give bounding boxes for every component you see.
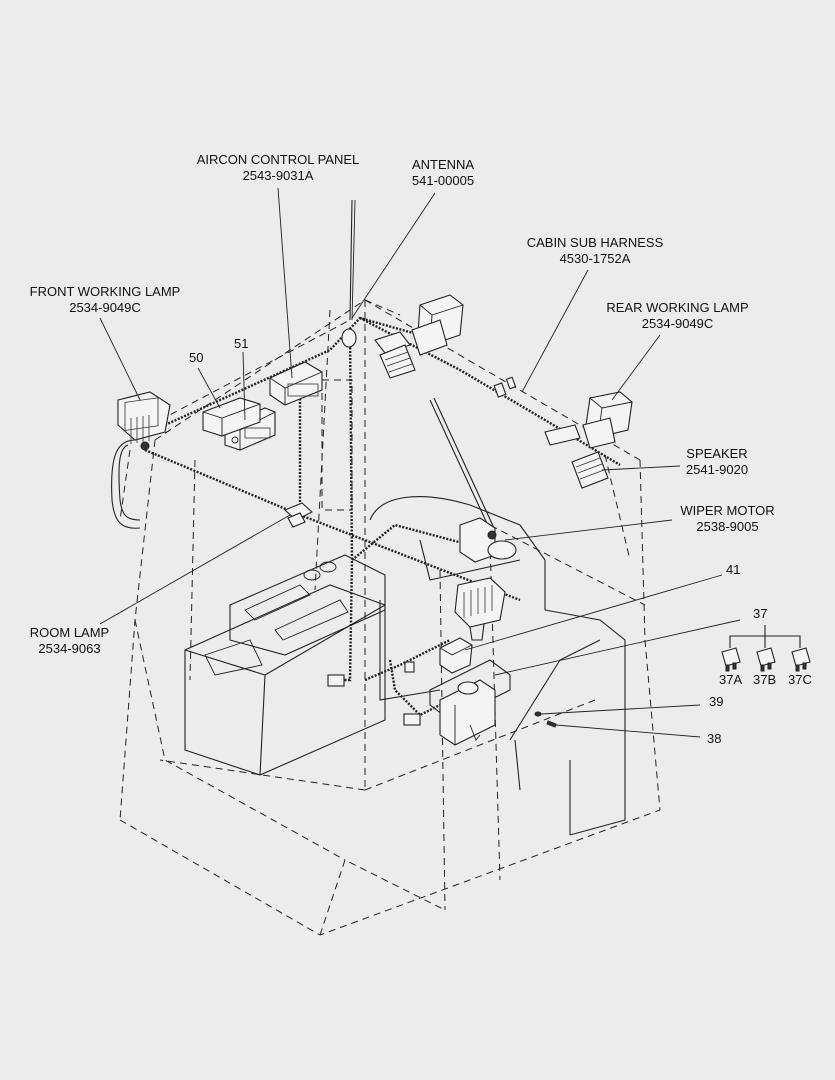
front-lamp-part [111,391,171,529]
callout-speaker: SPEAKER 2541-9020 [662,446,772,478]
callout-cabin-sub-harness: CABIN SUB HARNESS 4530-1752A [500,235,690,267]
cabin-harness-name: CABIN SUB HARNESS [526,235,664,250]
rear-lamp-top-part [374,294,464,379]
interior-lamp-part [454,577,506,641]
callout-room-lamp: ROOM LAMP 2534-9063 [12,625,127,657]
cabin-harness-part-number: 4530-1752A [559,251,631,266]
washer-tank-part [429,659,511,746]
item-number-37: 37 [753,606,768,621]
wire-harness [144,316,621,717]
callout-front-working-lamp: FRONT WORKING LAMP 2534-9049C [10,284,200,316]
seat-console [184,496,626,836]
aircon-panel-part [269,361,323,406]
item-number-51: 51 [234,336,249,351]
fuse-group-part [721,625,811,672]
item-number-37b: 37B [753,672,777,687]
antenna-part [341,199,357,348]
wiper-motor-part-number: 2538-9005 [696,519,759,534]
aircon-part-number: 2543-9031A [242,168,314,183]
callout-wiper-motor: WIPER MOTOR 2538-9005 [660,503,795,535]
front-lamp-name: FRONT WORKING LAMP [29,284,181,299]
rear-lamp-name: REAR WORKING LAMP [606,300,749,315]
relay-41-part [439,637,473,674]
item-number-37c: 37C [788,672,812,687]
antenna-part-number: 541-00005 [411,173,475,188]
leader-lines [99,187,741,738]
harness-connector-part [493,376,517,398]
item-number-37a: 37A [719,672,743,687]
antenna-name: ANTENNA [411,157,475,172]
speaker-part-number: 2541-9020 [685,462,749,477]
room-lamp-part-number: 2534-9063 [38,641,101,656]
wiper-motor-name: WIPER MOTOR [680,503,775,518]
item-number-39: 39 [709,694,724,709]
callout-rear-working-lamp: REAR WORKING LAMP 2534-9049C [585,300,770,332]
item-number-38: 38 [707,731,722,746]
box-50-part [202,397,261,437]
front-lamp-part-number: 2534-9049C [69,300,141,315]
room-lamp-part [283,502,313,528]
small-connectors [327,661,421,726]
room-lamp-name: ROOM LAMP [29,625,110,640]
speaker-name: SPEAKER [686,446,748,461]
screws-part [534,711,557,728]
wiper-motor-part [429,397,517,563]
callout-antenna: ANTENNA 541-00005 [378,157,508,189]
rear-lamp-right-part [544,391,633,449]
callout-aircon-control-panel: AIRCON CONTROL PANEL 2543-9031A [168,152,388,184]
item-number-50: 50 [189,350,204,365]
item-number-41: 41 [726,562,741,577]
cabin-frame [119,299,661,936]
rear-lamp-part-number: 2534-9049C [641,316,714,331]
speaker-part [571,451,609,489]
aircon-name: AIRCON CONTROL PANEL [196,152,360,167]
